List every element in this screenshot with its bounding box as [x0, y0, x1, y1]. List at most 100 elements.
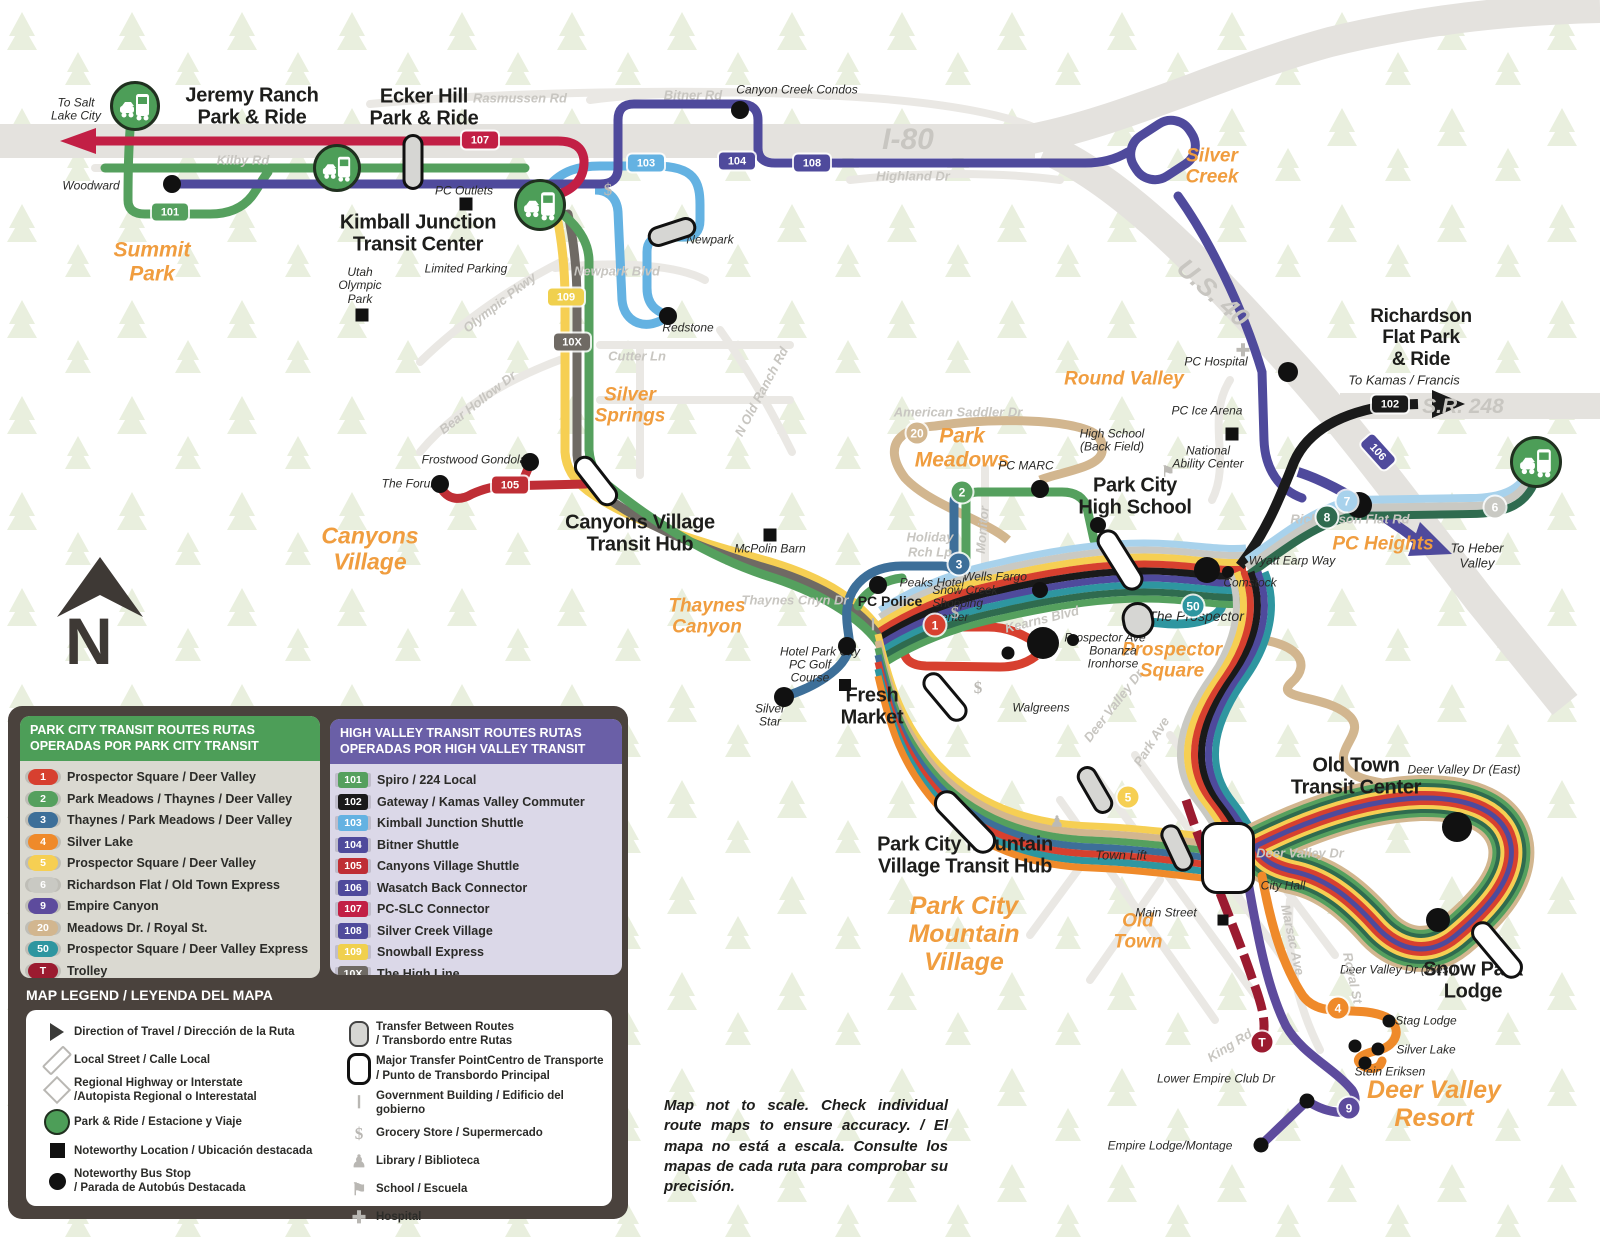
bus-stop-dot[interactable]: [431, 475, 449, 493]
legend-route-label: Prospector Square / Deer Valley: [67, 770, 256, 785]
bus-stop-dot[interactable]: [1382, 1014, 1396, 1028]
bus-stop-dot[interactable]: [1067, 634, 1079, 646]
bus-stop-dot[interactable]: [659, 307, 677, 325]
route-badge-101[interactable]: 101: [152, 203, 188, 221]
route-badge-104[interactable]: 104: [719, 152, 755, 170]
legend-route-label: Empire Canyon: [67, 899, 159, 914]
map-legend-item: Local Street / Calle Local: [40, 1044, 340, 1076]
bus-stop-dot[interactable]: [838, 637, 856, 655]
bus-stop-dot[interactable]: [869, 576, 887, 594]
legend-route-row[interactable]: 9 Empire Canyon: [28, 898, 312, 915]
route-badge-105[interactable]: 105: [492, 476, 528, 494]
route-badge-6[interactable]: 6: [1484, 496, 1506, 518]
park-and-ride-icon[interactable]: [110, 81, 160, 131]
high-valley-legend: HIGH VALLEY TRANSIT ROUTES RUTAS OPERADA…: [330, 719, 622, 975]
north-arrow-letter: N: [65, 604, 113, 678]
park-and-ride-icon[interactable]: [1510, 436, 1562, 488]
route-badge-T[interactable]: T: [1251, 1031, 1273, 1053]
map-legend-item: ✚Hospital: [342, 1206, 610, 1230]
park-and-ride-icon[interactable]: [313, 144, 361, 192]
route-badge-4[interactable]: 4: [1327, 997, 1349, 1019]
noteworthy-location-marker: [839, 679, 851, 691]
bus-stop-dot[interactable]: [1222, 566, 1234, 578]
legend-route-label: Canyons Village Shuttle: [377, 859, 520, 874]
bus-car-glyph: [120, 94, 149, 121]
route-badge-9[interactable]: 9: [1338, 1097, 1360, 1119]
route-badge-1[interactable]: 1: [924, 614, 946, 636]
legend-route-label: Richardson Flat / Old Town Express: [67, 877, 281, 892]
bus-stop-dot[interactable]: [774, 687, 794, 707]
transfer-point[interactable]: [1201, 822, 1255, 894]
bus-car-glyph: [1520, 449, 1551, 478]
bus-stop-dot[interactable]: [1442, 812, 1472, 842]
noteworthy-bus-stop-icon: [48, 1172, 66, 1190]
map-legend-item-label: Direction of Travel / Dirección de la Ru…: [74, 1025, 295, 1038]
route-badge-20[interactable]: 20: [906, 422, 928, 444]
map-legend-item-label: Library / Biblioteca: [376, 1155, 480, 1168]
route-badge-2[interactable]: 2: [951, 481, 973, 503]
route-badge-7[interactable]: 7: [1336, 490, 1358, 512]
route-badge-10X[interactable]: 10X: [554, 333, 590, 351]
regional-highway-icon: [42, 1076, 72, 1105]
route-badge-102[interactable]: 102: [1372, 395, 1408, 413]
route-badge-8[interactable]: 8: [1316, 506, 1338, 528]
route-badge-103: 103: [338, 815, 368, 832]
bus-stop-dot[interactable]: [1358, 1056, 1372, 1070]
bus-stop-dot[interactable]: [1027, 627, 1059, 659]
legend-route-label: Meadows Dr. / Royal St.: [67, 920, 208, 935]
pc-transit-legend: PARK CITY TRANSIT ROUTES RUTAS OPERADAS …: [20, 716, 320, 978]
route-106-arrow: [1408, 522, 1452, 556]
bus-stop-dot[interactable]: [1253, 1137, 1269, 1153]
bus-stop-dot[interactable]: [1031, 480, 1049, 498]
route-badge-50[interactable]: 50: [1182, 595, 1204, 617]
bus-stop-dot[interactable]: [1032, 582, 1048, 598]
route-badge-109[interactable]: 109: [548, 288, 584, 306]
bus-stop-dot[interactable]: [163, 175, 181, 193]
bus-stop-dot[interactable]: [1299, 1093, 1315, 1109]
bus-stop-dot[interactable]: [1426, 908, 1450, 932]
map-disclaimer: Map not to scale. Check individual route…: [664, 1097, 948, 1195]
bus-stop-dot[interactable]: [1194, 557, 1220, 583]
bus-stop-dot[interactable]: [521, 453, 539, 471]
map-legend-item-label: School / Escuela: [376, 1183, 468, 1196]
bus-stop-dot[interactable]: [1278, 362, 1298, 382]
route-badge-3[interactable]: 3: [948, 553, 970, 575]
route-badge-105: 105: [338, 858, 368, 875]
route-badge-5[interactable]: 5: [1117, 786, 1139, 808]
route-badge-108[interactable]: 108: [794, 154, 830, 172]
bus-stop-dot[interactable]: [1001, 646, 1015, 660]
legend-route-row[interactable]: 105 Canyons Village Shuttle: [338, 858, 614, 875]
route-badge-9: 9: [28, 898, 58, 915]
bus-car-glyph: [322, 156, 351, 182]
park-and-ride-icon[interactable]: [514, 179, 566, 231]
legend-route-label: Silver Creek Village: [377, 923, 493, 938]
bus-stop-dot[interactable]: [1371, 1042, 1385, 1056]
bus-stop-dot[interactable]: [1090, 517, 1106, 533]
grocery-icon: $: [354, 1123, 364, 1143]
bus-stop-dot[interactable]: [731, 101, 749, 119]
route-badge-107[interactable]: 107: [462, 131, 498, 149]
transfer-point[interactable]: [402, 134, 424, 190]
route-badge-103[interactable]: 103: [628, 154, 664, 172]
bus-stop-dot[interactable]: [1348, 1039, 1362, 1053]
